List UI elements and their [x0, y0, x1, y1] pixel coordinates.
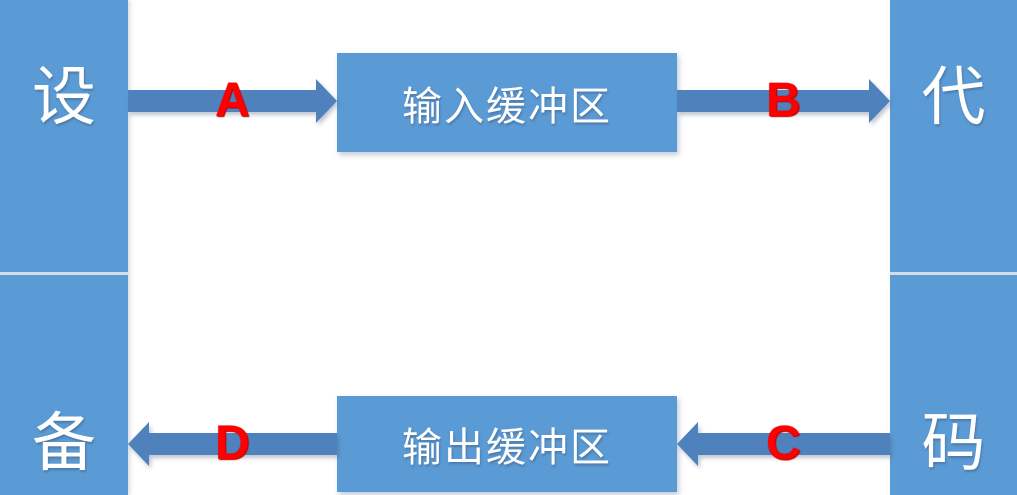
- input-buffer-label: 输入缓冲区: [402, 83, 612, 129]
- arrow-a-label: A: [215, 74, 250, 127]
- output-buffer-label: 输出缓冲区: [402, 425, 612, 470]
- output-buffer-box: 输出缓冲区: [337, 396, 677, 492]
- arrow-b-head: [869, 79, 890, 123]
- arrow-d-head: [128, 422, 149, 466]
- code-column-divider: [890, 272, 1017, 275]
- arrow-c-head: [677, 422, 698, 466]
- device-char-bottom: 备: [32, 408, 96, 479]
- device-column-divider: [0, 272, 128, 275]
- arrow-b-shaft: [677, 90, 869, 112]
- arrow-d-label: D: [215, 417, 250, 470]
- arrow-b-right-icon: [677, 79, 890, 123]
- arrow-a-right-icon: [128, 79, 337, 123]
- arrow-c-label: C: [766, 417, 801, 470]
- code-char-top: 代: [921, 62, 986, 133]
- arrow-a-head: [316, 79, 337, 123]
- arrow-b-label: B: [766, 74, 801, 127]
- code-char-bottom: 码: [921, 408, 986, 479]
- input-buffer-box: 输入缓冲区: [337, 53, 677, 152]
- arrow-d-shaft: [149, 433, 337, 455]
- arrow-d-left-icon: [128, 422, 337, 466]
- device-char-top: 设: [32, 62, 96, 133]
- code-column: 代 码: [890, 0, 1017, 495]
- arrow-c-shaft: [698, 433, 890, 455]
- arrow-c-left-icon: [677, 422, 890, 466]
- device-column: 设 备: [0, 0, 128, 495]
- arrow-a-shaft: [128, 90, 316, 112]
